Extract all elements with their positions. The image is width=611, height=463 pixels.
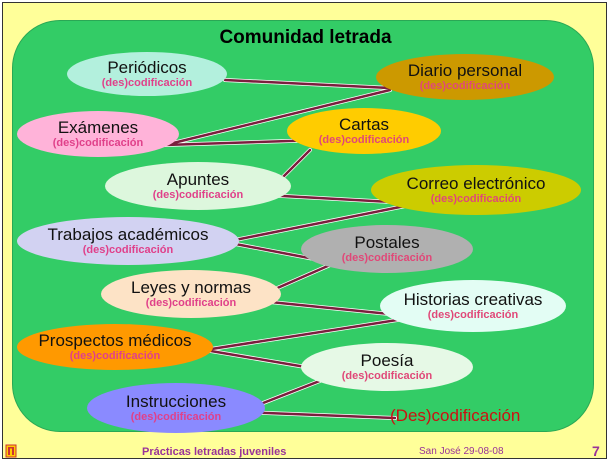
node-sublabel: (des)codificación [52, 136, 144, 149]
logo-icon [5, 444, 17, 458]
node-postales: Postales (des)codificación [301, 225, 473, 273]
node-sublabel: (des)codificación [82, 243, 174, 256]
node-label: Diario personal [407, 60, 523, 80]
node-cartas: Cartas (des)codificación [287, 108, 441, 154]
node-diario-personal: Diario personal (des)codificación [376, 54, 554, 100]
node-instrucciones: Instrucciones (des)codificación [87, 383, 265, 433]
page-number: 7 [592, 443, 600, 459]
node-examenes: Exámenes (des)codificación [17, 111, 179, 157]
node-label: Cartas [338, 114, 390, 134]
node-sublabel: (des)codificación [152, 188, 244, 201]
node-label: Postales [354, 232, 420, 252]
diagram-title: Comunidad letrada [219, 27, 392, 48]
node-sublabel: (des)codificación [430, 192, 522, 205]
node-label: Apuntes [166, 169, 230, 189]
final-node-label: (Des)codificación [390, 406, 521, 425]
connector-line [223, 78, 392, 90]
node-apuntes: Apuntes (des)codificación [105, 162, 291, 210]
node-historias-creativas: Historias creativas (des)codificación [380, 280, 566, 332]
node-label: Historias creativas [403, 289, 543, 309]
node-periodicos: Periódicos (des)codificación [67, 52, 227, 96]
node-sublabel: (des)codificación [101, 76, 193, 89]
footer-date: San José 29-08-08 [419, 446, 504, 457]
node-label: Exámenes [57, 117, 139, 137]
node-sublabel: (des)codificación [419, 79, 511, 92]
footer-course: Prácticas letradas juveniles [142, 446, 287, 458]
node-label: Prospectos médicos [38, 330, 192, 350]
node-poesia: Poesía (des)codificación [301, 343, 473, 391]
node-label: Trabajos académicos [47, 224, 209, 244]
node-sublabel: (des)codificación [341, 251, 433, 264]
node-label: Instrucciones [125, 391, 227, 411]
node-trabajos-academicos: Trabajos académicos (des)codificación [17, 217, 239, 265]
node-label: Correo electrónico [406, 173, 546, 193]
node-sublabel: (des)codificación [427, 308, 519, 321]
node-label: Periódicos [107, 57, 187, 77]
node-correo-electronico: Correo electrónico (des)codificación [371, 165, 581, 215]
node-sublabel: (des)codificación [341, 369, 433, 382]
node-prospectos-medicos: Prospectos médicos (des)codificación [17, 324, 213, 370]
node-label: Poesía [360, 350, 414, 370]
node-sublabel: (des)codificación [318, 133, 410, 146]
node-label: Leyes y normas [131, 277, 251, 297]
node-sublabel: (des)codificación [145, 296, 237, 309]
node-sublabel: (des)codificación [69, 349, 161, 362]
node-sublabel: (des)codificación [130, 410, 222, 423]
node-leyes-y-normas: Leyes y normas (des)codificación [101, 270, 281, 318]
